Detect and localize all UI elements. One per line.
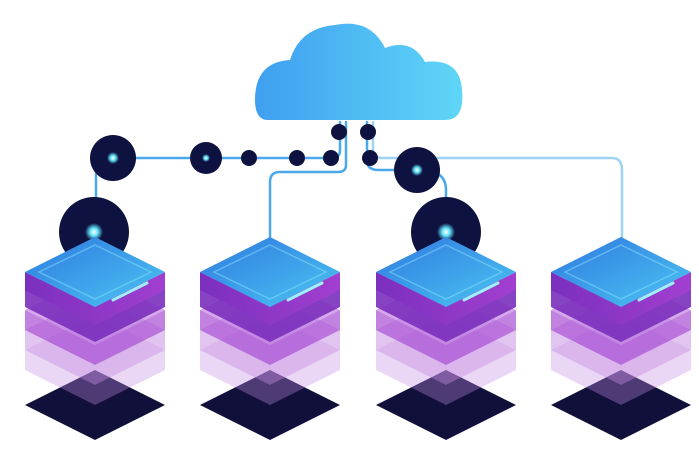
server-stack-icon [376, 237, 516, 440]
server-stack-icon [25, 237, 165, 440]
server-stack-icon [200, 237, 340, 440]
network-connections [96, 122, 622, 240]
cloud-icon [255, 24, 462, 120]
server-stack-icon [551, 237, 691, 440]
